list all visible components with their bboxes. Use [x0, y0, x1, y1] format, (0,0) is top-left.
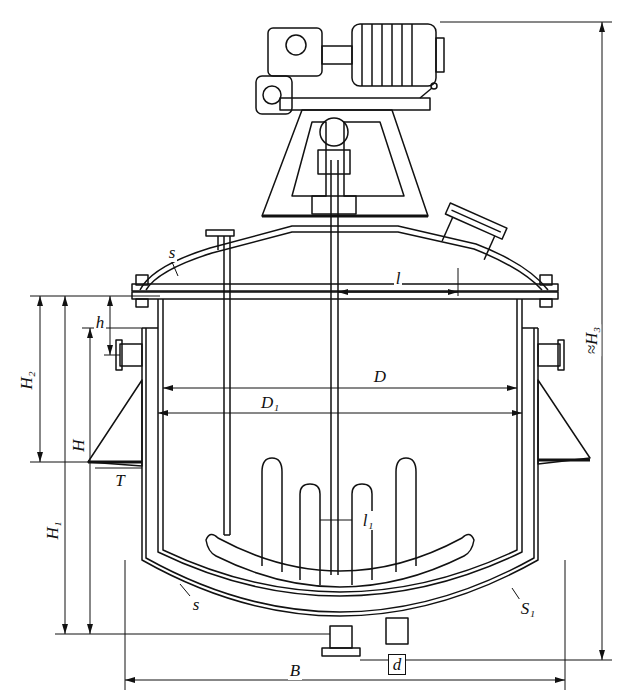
dimension-label: H₁ — [43, 519, 62, 541]
lantern-support — [262, 110, 428, 216]
dimension-label: H — [69, 437, 88, 453]
anchor-agitator — [206, 160, 474, 587]
manhole — [435, 203, 507, 263]
dimension-lines — [30, 22, 612, 690]
dimension-label: h — [94, 313, 107, 332]
vessel-shell — [88, 299, 590, 656]
dimension-label: l — [394, 269, 403, 288]
dip-pipe — [206, 230, 234, 535]
dimension-label: ≈H₃ — [583, 324, 602, 356]
dimension-label: H₂ — [17, 369, 36, 391]
dimension-label: s — [167, 243, 178, 262]
dimension-label: s — [191, 595, 202, 614]
dimension-ticks — [37, 22, 605, 683]
dimension-label: d — [388, 654, 407, 675]
drive-unit — [256, 24, 444, 114]
dimension-label: l₁ — [361, 511, 376, 530]
dimension-label: S₁ — [519, 599, 537, 618]
dimension-label: D — [372, 367, 388, 386]
dimension-label: T — [113, 471, 126, 490]
dimension-label: D₁ — [259, 393, 281, 412]
dimension-label: B — [288, 661, 302, 680]
vessel-lid — [132, 226, 558, 307]
